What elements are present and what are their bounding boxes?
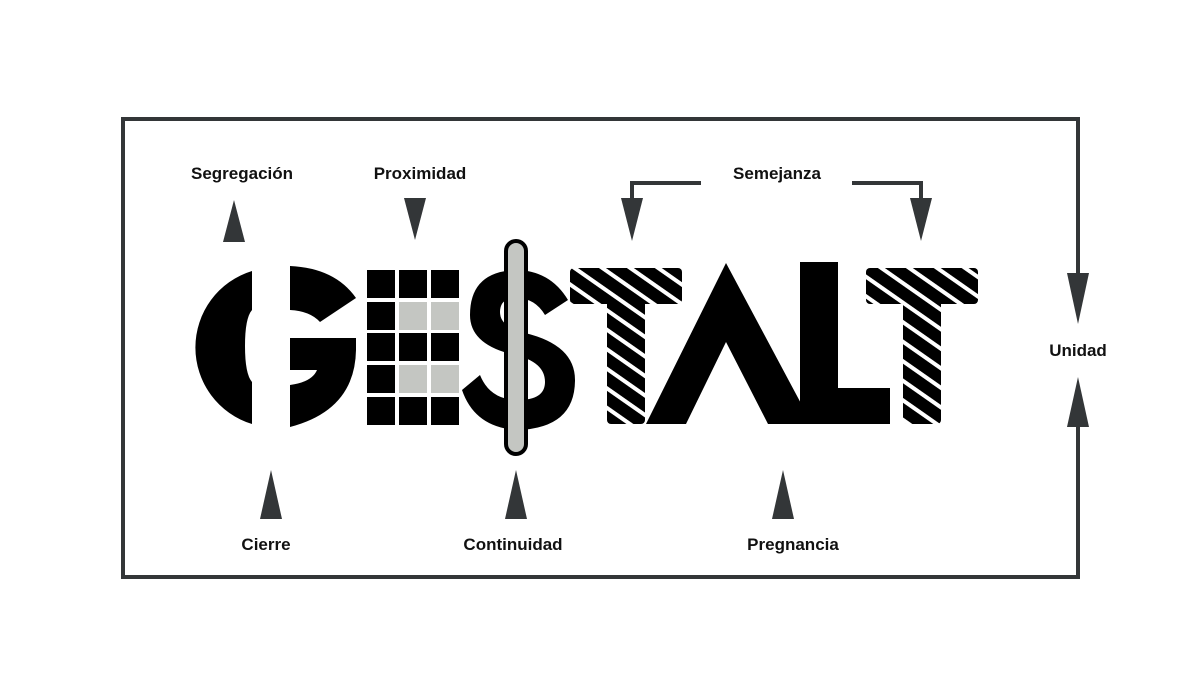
proximidad-arrow-icon	[404, 198, 426, 240]
semejanza-right-arrow-icon	[910, 198, 932, 241]
label-pregnancia: Pregnancia	[747, 535, 839, 554]
letter-t-striped-1	[570, 268, 682, 424]
segregacion-arrow-icon	[223, 200, 245, 242]
continuidad-arrow-icon	[505, 470, 527, 519]
label-cierre: Cierre	[241, 535, 291, 554]
letter-g	[195, 266, 356, 427]
pregnancia-arrow-icon	[772, 470, 794, 519]
semejanza-left-arrow-icon	[621, 198, 643, 241]
label-proximidad: Proximidad	[373, 164, 467, 183]
letter-a	[646, 263, 812, 424]
letter-s	[462, 239, 575, 456]
unidad-down-arrow-icon	[1067, 273, 1089, 324]
letter-e-grid	[367, 270, 459, 425]
cierre-arrow-icon	[260, 470, 282, 519]
unidad-up-arrow-icon	[1067, 377, 1089, 427]
semejanza-bracket	[621, 181, 932, 241]
frame-top-path	[121, 117, 1080, 579]
label-segregacion: Segregación	[190, 164, 294, 183]
letter-l	[800, 262, 890, 424]
frame	[121, 117, 1080, 579]
continuity-bar	[504, 239, 528, 456]
letter-t-striped-2	[866, 268, 978, 424]
label-semejanza: Semejanza	[733, 164, 821, 183]
label-continuidad: Continuidad	[463, 535, 563, 554]
label-unidad: Unidad	[1049, 341, 1107, 360]
